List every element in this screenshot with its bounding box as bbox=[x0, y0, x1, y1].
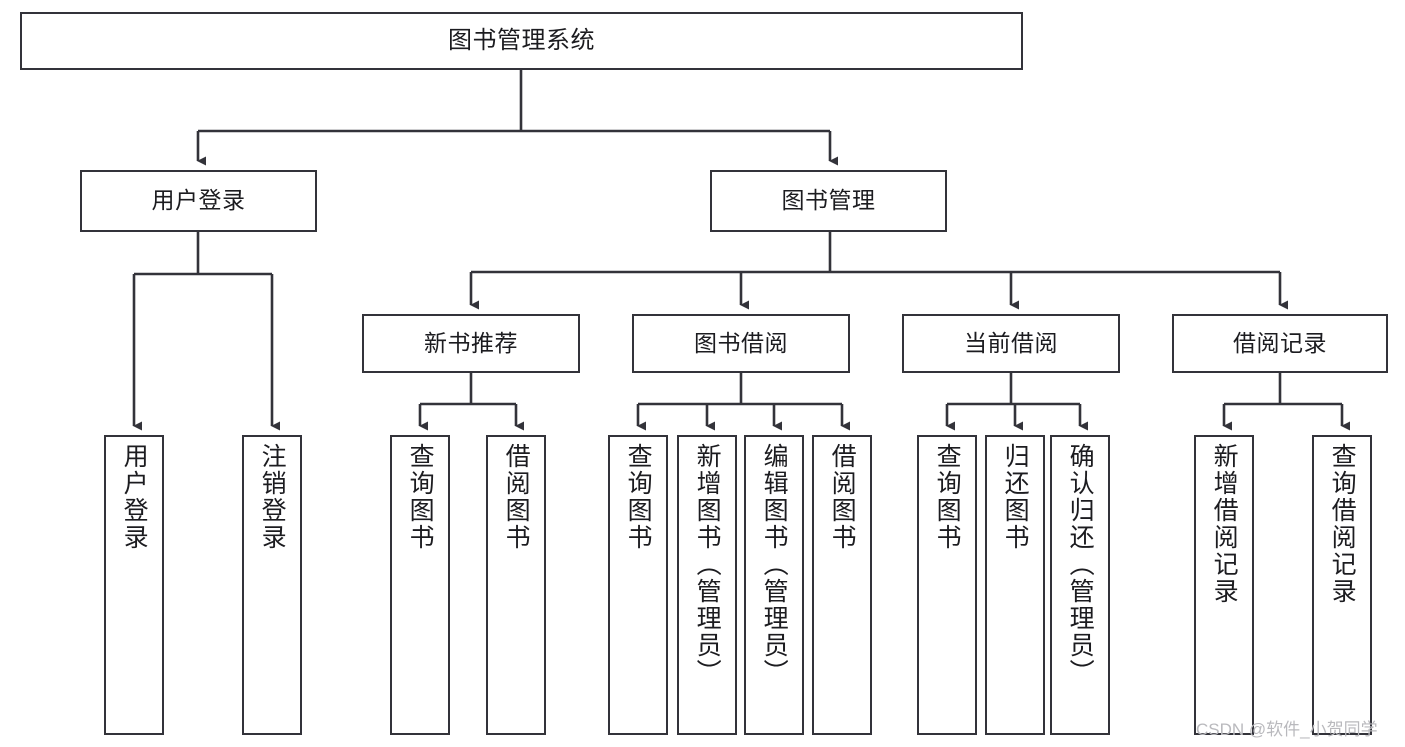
node-label: 注销登录 bbox=[258, 443, 287, 551]
node-label: 图书管理 bbox=[781, 187, 876, 214]
leaf-query-book-recommend[interactable]: 查询图书 bbox=[390, 435, 450, 735]
node-label: 新书推荐 bbox=[424, 329, 518, 356]
leaf-return-book[interactable]: 归还图书 bbox=[985, 435, 1045, 735]
node-label: 图书管理系统 bbox=[448, 26, 595, 54]
leaf-add-book-admin[interactable]: 新增图书（管理员） bbox=[677, 435, 737, 735]
leaf-edit-book-admin[interactable]: 编辑图书（管理员） bbox=[744, 435, 804, 735]
watermark: CSDN @软件_小贺同学 bbox=[1196, 720, 1378, 739]
node-label: 归还图书 bbox=[1001, 443, 1030, 551]
node-label: 查询图书 bbox=[406, 443, 435, 551]
node-label: 用户登录 bbox=[151, 187, 246, 214]
node-user-login[interactable]: 用户登录 bbox=[80, 170, 317, 232]
leaf-user-login[interactable]: 用户登录 bbox=[104, 435, 164, 735]
node-label: 借阅图书 bbox=[828, 443, 857, 551]
leaf-query-book-current[interactable]: 查询图书 bbox=[917, 435, 977, 735]
leaf-query-borrow-record[interactable]: 查询借阅记录 bbox=[1312, 435, 1372, 735]
leaf-borrow-book[interactable]: 借阅图书 bbox=[812, 435, 872, 735]
node-label: 确认归还（管理员） bbox=[1066, 443, 1095, 686]
node-book-borrow[interactable]: 图书借阅 bbox=[632, 314, 850, 373]
leaf-add-borrow-record[interactable]: 新增借阅记录 bbox=[1194, 435, 1254, 735]
node-current-borrow[interactable]: 当前借阅 bbox=[902, 314, 1120, 373]
leaf-confirm-return-admin[interactable]: 确认归还（管理员） bbox=[1050, 435, 1110, 735]
node-label: 借阅记录 bbox=[1233, 329, 1327, 356]
node-label: 查询图书 bbox=[933, 443, 962, 551]
node-label: 新增借阅记录 bbox=[1210, 443, 1239, 605]
node-label: 用户登录 bbox=[120, 443, 149, 551]
node-root-system[interactable]: 图书管理系统 bbox=[20, 12, 1023, 70]
leaf-borrow-book-recommend[interactable]: 借阅图书 bbox=[486, 435, 546, 735]
node-new-book-recommend[interactable]: 新书推荐 bbox=[362, 314, 580, 373]
node-label: 编辑图书（管理员） bbox=[760, 443, 789, 686]
node-book-management[interactable]: 图书管理 bbox=[710, 170, 947, 232]
node-label: 新增图书（管理员） bbox=[693, 443, 722, 686]
node-label: 借阅图书 bbox=[502, 443, 531, 551]
leaf-user-logout[interactable]: 注销登录 bbox=[242, 435, 302, 735]
node-label: 当前借阅 bbox=[964, 329, 1058, 356]
node-label: 查询借阅记录 bbox=[1328, 443, 1357, 605]
node-label: 查询图书 bbox=[624, 443, 653, 551]
node-label: 图书借阅 bbox=[694, 329, 788, 356]
node-borrow-record[interactable]: 借阅记录 bbox=[1172, 314, 1388, 373]
leaf-query-book-borrow[interactable]: 查询图书 bbox=[608, 435, 668, 735]
